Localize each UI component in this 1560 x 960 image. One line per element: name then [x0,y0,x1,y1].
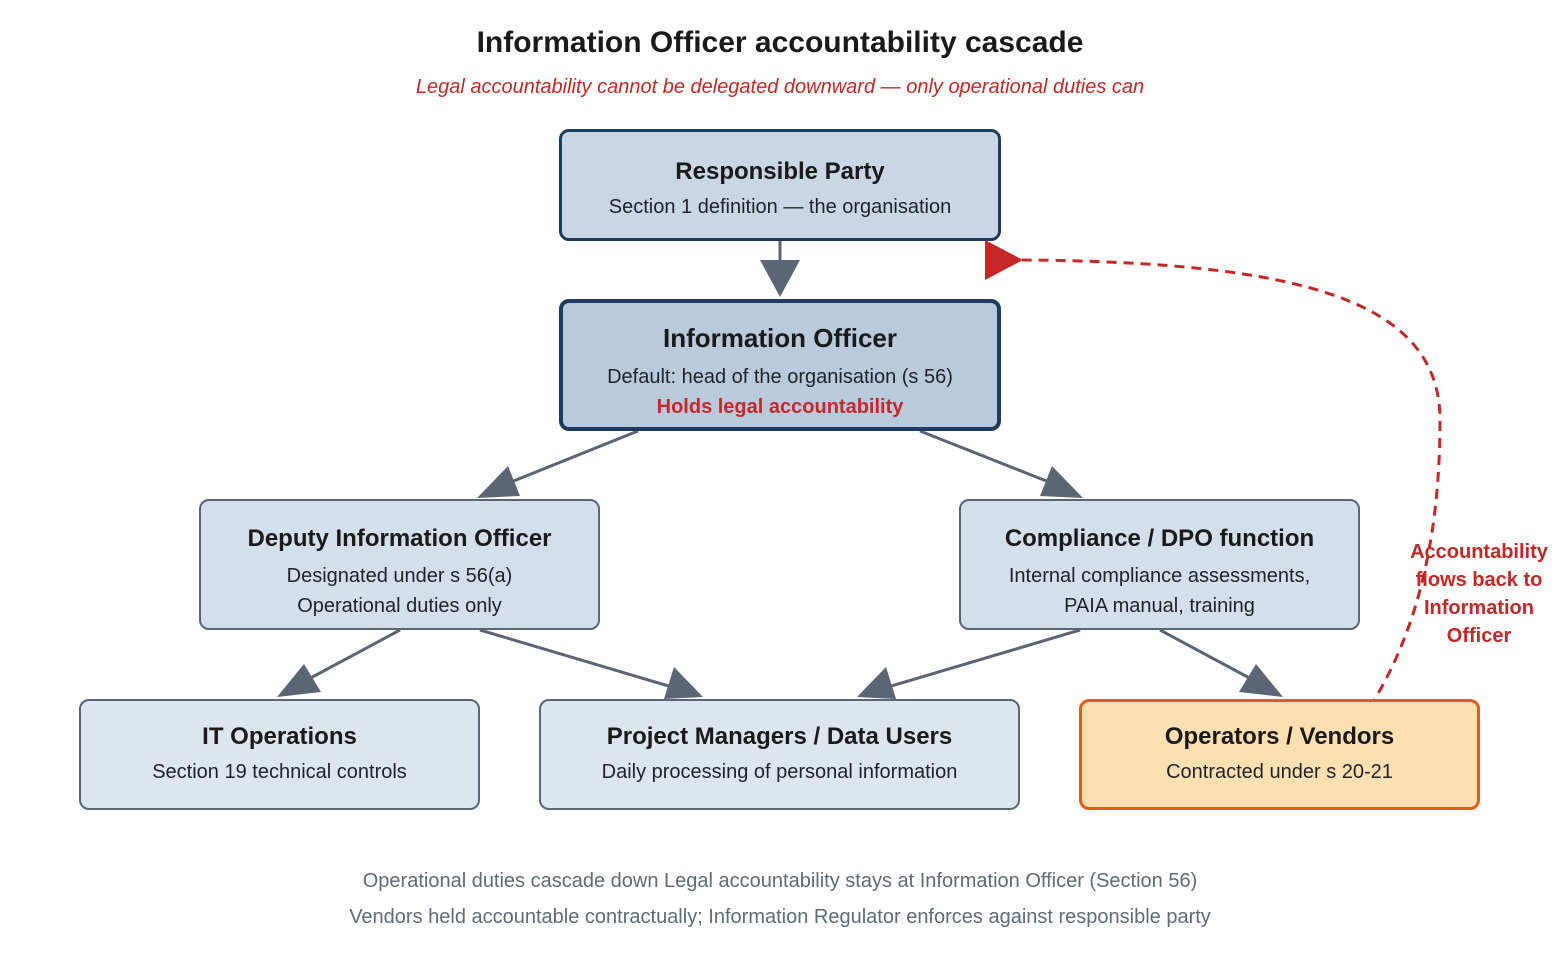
node-description: PAIA manual, training [1064,595,1255,617]
arrowhead-io-cdpo [1040,466,1083,498]
node-description: Designated under s 56(a) [286,565,513,587]
edge-cdpo-ven [1159,628,1256,683]
node-title: Compliance / DPO function [1004,525,1315,552]
diagram-title: Information Officer accountability casca… [476,26,1084,59]
node-description: Default: head of the organisation (s 56) [607,366,953,388]
edge-dio-it [304,628,401,683]
node-project-managers: Project Managers / Data Users Daily proc… [539,699,1020,810]
node-description: Section 1 definition — the organisation [608,196,952,218]
arrowhead-dio-pm [664,667,703,699]
node-title: IT Operations [202,723,357,750]
edge-io-dio [505,429,639,486]
node-description: Daily processing of personal information [601,761,958,783]
diagram-subtitle: Legal accountability cannot be delegated… [415,76,1145,98]
arrowhead-io-dio [477,466,520,498]
edge-io-cdpo [919,429,1055,486]
node-deputy-information-officer: Deputy Information Officer Designated un… [199,499,600,630]
arrowhead-cdpo-ven [1239,664,1283,697]
feedback-arrowhead [985,240,1023,280]
footer-note-2: Vendors held accountable contractually; … [349,906,1211,928]
node-title: Deputy Information Officer [247,525,552,552]
node-description: Section 19 technical controls [152,761,407,783]
node-title: Information Officer [662,323,897,353]
node-information-officer: Information Officer Default: head of the… [559,299,1001,431]
node-title: Operators / Vendors [1164,723,1395,750]
feedback-label-line: Accountability [1410,541,1548,563]
arrowhead-rp-io [760,260,800,297]
footer-note-1: Operational duties cascade down Legal ac… [362,870,1198,892]
node-title: Project Managers / Data Users [606,723,953,750]
node-operators-vendors: Operators / Vendors Contracted under s 2… [1079,699,1480,810]
edge-dio-pm [479,628,673,689]
node-it-operations: IT Operations Section 19 technical contr… [79,699,480,810]
feedback-label: Accountability flows back to Information… [1398,538,1560,650]
feedback-label-line: Information [1424,597,1534,619]
edge-cdpo-pm [887,628,1081,689]
node-compliance-dpo: Compliance / DPO function Internal compl… [959,499,1360,630]
node-description: Operational duties only [297,595,502,617]
arrowhead-cdpo-pm [857,667,896,699]
node-description: Internal compliance assessments, [1008,565,1311,587]
node-responsible-party: Responsible Party Section 1 definition —… [559,129,1001,241]
arrowhead-dio-it [277,664,321,697]
node-title: Responsible Party [675,158,885,185]
feedback-label-line: Officer [1446,625,1512,647]
node-description: Contracted under s 20-21 [1166,761,1393,783]
accountability-note: Holds legal accountability [656,396,904,418]
feedback-label-line: flows back to [1415,569,1543,591]
